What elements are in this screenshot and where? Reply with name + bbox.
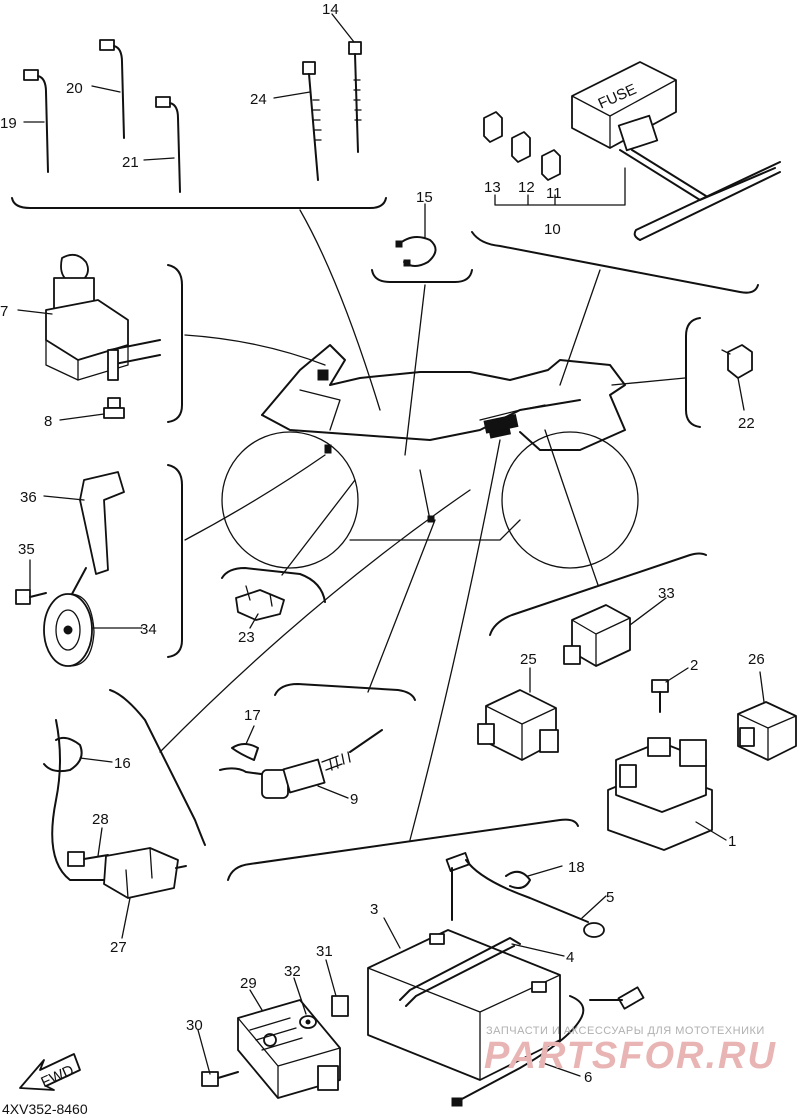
screw-8	[103, 397, 125, 419]
starter-relay-1	[607, 737, 713, 851]
callout-2: 2	[690, 657, 698, 674]
relay-25	[477, 689, 559, 761]
fuse-set-bracket	[494, 167, 626, 206]
battery-cable-5	[445, 852, 605, 938]
bolt-35	[15, 589, 47, 605]
relay-33	[563, 604, 631, 667]
band-18	[505, 870, 531, 889]
cable-tie-20	[99, 39, 125, 139]
callout-3: 3	[370, 901, 378, 918]
callout-12: 12	[518, 179, 535, 196]
clamp-16	[43, 736, 83, 773]
fuse-box: FUSE	[571, 61, 781, 241]
callout-19: 19	[0, 115, 17, 132]
callout-11: 11	[546, 185, 562, 202]
callout-27: 27	[110, 939, 127, 956]
callout-7: 7	[0, 303, 8, 320]
main-switch-7	[45, 253, 161, 381]
callout-9: 9	[350, 791, 358, 808]
callout-16: 16	[114, 755, 131, 772]
rectifier-29	[237, 999, 341, 1099]
nut-31	[331, 995, 349, 1017]
sidestand-switch-27	[103, 847, 187, 899]
fwd-label: FWD	[38, 1062, 76, 1091]
callout-5: 5	[606, 889, 614, 906]
cable-tie-19	[23, 69, 49, 173]
callout-29: 29	[240, 975, 257, 992]
fwd-arrow-icon: FWD	[19, 1053, 81, 1091]
watermark-tagline: ЗАПЧАСТИ И АКСЕССУАРЫ ДЛЯ МОТОТЕХНИКИ	[486, 1025, 765, 1037]
fuse-11	[541, 149, 561, 181]
switch-9	[219, 729, 383, 799]
callout-15: 15	[416, 189, 433, 206]
leader-lines	[159, 209, 686, 841]
callout-14: 14	[322, 1, 339, 18]
group-brackets	[11, 197, 759, 881]
callout-17: 17	[244, 707, 261, 724]
callout-21: 21	[122, 154, 139, 171]
washer-32	[299, 1015, 317, 1029]
callout-18: 18	[568, 859, 585, 876]
callout-4: 4	[566, 949, 574, 966]
callout-leaders	[17, 13, 765, 1077]
bolt-30	[201, 1071, 239, 1087]
battery-band-4	[399, 937, 521, 1007]
callout-32: 32	[284, 963, 301, 980]
callout-25: 25	[520, 651, 537, 668]
callout-23: 23	[238, 629, 255, 646]
wire-clamp-15	[395, 235, 437, 267]
callout-6: 6	[584, 1069, 592, 1086]
callout-20: 20	[66, 80, 83, 97]
callout-31: 31	[316, 943, 333, 960]
horn-bracket-36	[79, 471, 125, 575]
fuse-12	[511, 131, 531, 163]
callout-30: 30	[186, 1017, 203, 1034]
diagram-code: 4XV352-8460	[2, 1101, 88, 1117]
connector-22	[721, 344, 753, 379]
callout-labels: 19 20 21 24 14 15 13 12 11 10 7 8 22 36 …	[0, 1, 765, 1086]
callout-24: 24	[250, 91, 267, 108]
battery-cable-6	[451, 986, 645, 1107]
bolt-28	[67, 851, 109, 867]
motorcycle-outline	[221, 344, 639, 569]
callout-33: 33	[658, 585, 675, 602]
fuse-13	[483, 111, 503, 143]
bolt-2	[651, 679, 669, 713]
sidestand-wire	[51, 719, 111, 881]
callout-8: 8	[44, 413, 52, 430]
callout-35: 35	[18, 541, 35, 558]
callout-34: 34	[140, 621, 157, 638]
watermark-site: PARTSFOR.RU	[484, 1035, 777, 1077]
clip-23	[235, 585, 285, 621]
cable-tie-24	[302, 61, 322, 181]
cable-tie-21	[155, 96, 181, 193]
callout-1: 1	[728, 833, 736, 850]
callout-26: 26	[748, 651, 765, 668]
relay-26	[737, 701, 797, 761]
callout-13: 13	[484, 179, 501, 196]
callout-22: 22	[738, 415, 755, 432]
horn-34	[43, 567, 95, 667]
callout-10: 10	[544, 221, 561, 238]
callout-36: 36	[20, 489, 37, 506]
callout-28: 28	[92, 811, 109, 828]
cable-tie-14	[348, 41, 362, 153]
band-17	[231, 743, 259, 761]
